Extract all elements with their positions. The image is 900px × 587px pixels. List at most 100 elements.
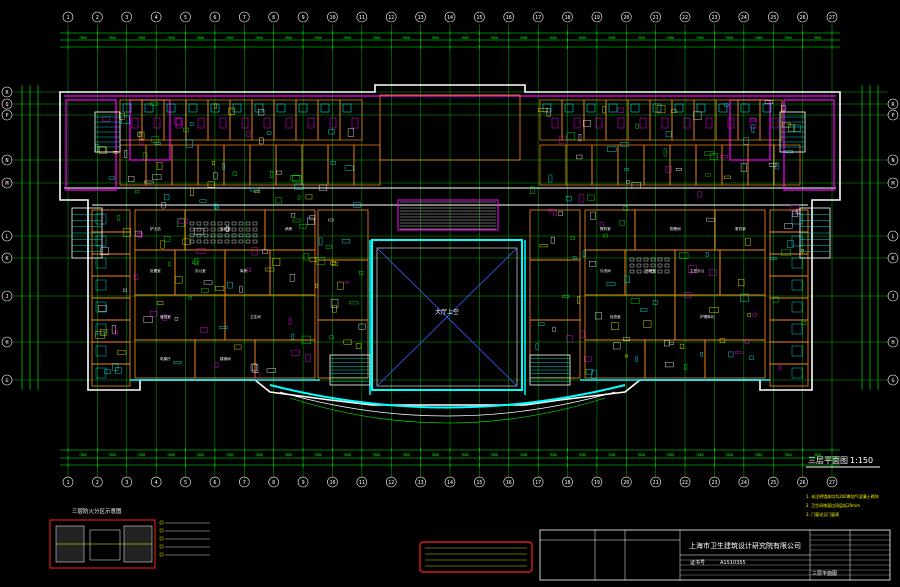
svg-text:7800: 7800 — [696, 36, 704, 40]
svg-text:7800: 7800 — [402, 453, 410, 457]
axis-bubble: 21 — [650, 476, 661, 488]
axis-bubble: 3 — [121, 11, 133, 23]
svg-text:23: 23 — [711, 15, 717, 21]
axis-bubble: 21 — [650, 11, 661, 23]
svg-text:15: 15 — [476, 480, 482, 486]
svg-text:M: M — [891, 181, 894, 187]
svg-text:18: 18 — [565, 15, 571, 21]
svg-text:7800: 7800 — [490, 36, 498, 40]
legend-title: 三层防火分区示意图 — [72, 507, 122, 515]
axis-bubble: G — [887, 374, 899, 386]
axis-bubble: 9 — [297, 476, 309, 488]
svg-text:7800: 7800 — [79, 453, 87, 457]
svg-text:7800: 7800 — [314, 36, 322, 40]
svg-text:9: 9 — [302, 15, 305, 21]
svg-text:7800: 7800 — [667, 36, 675, 40]
svg-text:7800: 7800 — [343, 453, 351, 457]
svg-text:6: 6 — [213, 480, 216, 486]
axis-bubble: 4 — [150, 476, 162, 488]
svg-text:办公室: 办公室 — [195, 268, 206, 273]
axis-bubble: 24 — [738, 476, 750, 488]
title-block-table: 上海市卫生建筑设计研究院有限公司 证书号 A1510355 三层平面图 — [539, 529, 891, 581]
svg-text:7800: 7800 — [755, 453, 763, 457]
svg-text:7800: 7800 — [138, 36, 146, 40]
fire-zone-legend: 三层防火分区示意图 — [49, 507, 210, 569]
scale-text: 1:150 — [850, 456, 873, 465]
axis-bubble: 14 — [444, 476, 456, 488]
svg-text:7800: 7800 — [108, 36, 116, 40]
axis-bubble: H — [1, 336, 13, 348]
axis-bubble: 11 — [356, 476, 368, 488]
svg-text:7800: 7800 — [520, 36, 528, 40]
svg-text:7800: 7800 — [608, 453, 616, 457]
svg-text:11: 11 — [359, 480, 365, 486]
axis-bubble: 13 — [415, 11, 426, 23]
svg-text:4: 4 — [155, 480, 158, 486]
axis-bubble: 19 — [591, 476, 603, 488]
svg-text:10: 10 — [329, 480, 335, 486]
axis-bubble: R — [1, 86, 13, 98]
svg-text:H: H — [891, 340, 894, 346]
svg-text:7800: 7800 — [196, 453, 204, 457]
svg-text:库房: 库房 — [240, 268, 248, 273]
axis-bubble: K — [887, 252, 899, 264]
svg-text:19: 19 — [594, 480, 600, 486]
svg-text:26: 26 — [800, 15, 806, 21]
curved-entrance — [269, 384, 626, 424]
svg-text:7800: 7800 — [373, 36, 381, 40]
axis-bubble: H — [887, 336, 899, 348]
svg-text:9: 9 — [302, 480, 305, 486]
axis-bubble: 6 — [209, 11, 221, 23]
svg-text:7800: 7800 — [696, 453, 704, 457]
svg-text:7800: 7800 — [461, 453, 469, 457]
svg-text:7800: 7800 — [637, 36, 645, 40]
axis-bubble: 26 — [797, 11, 808, 23]
svg-text:24: 24 — [741, 480, 747, 486]
svg-text:7800: 7800 — [431, 453, 439, 457]
svg-text:7800: 7800 — [813, 36, 821, 40]
axis-bubble: P — [1, 109, 13, 121]
axis-bubble: 8 — [268, 11, 279, 23]
axis-bubble: 18 — [562, 476, 573, 488]
svg-text:主任办公: 主任办公 — [690, 268, 705, 273]
axis-bubble: Q — [1, 98, 13, 110]
axis-bubble: 12 — [385, 476, 397, 488]
svg-text:7800: 7800 — [226, 36, 234, 40]
axis-bubble: 1 — [62, 476, 74, 488]
svg-text:27: 27 — [829, 15, 835, 21]
note-2: 2. 卫生间地面比同层低20mm — [806, 502, 860, 508]
svg-text:14: 14 — [447, 15, 453, 21]
svg-text:7800: 7800 — [314, 453, 322, 457]
svg-text:7800: 7800 — [784, 453, 792, 457]
svg-text:3: 3 — [125, 15, 128, 21]
axis-bubble: 6 — [209, 476, 221, 488]
svg-text:K: K — [891, 256, 894, 262]
building-outline — [59, 84, 841, 406]
svg-text:19: 19 — [594, 15, 600, 21]
room-layer: 护士站治疗室病房处置室办公室库房值班室卫生间电梯厅楼梯间换药室配餐间更衣室污洗间… — [91, 94, 809, 395]
svg-text:16: 16 — [506, 15, 512, 21]
axis-bubble: 4 — [150, 11, 162, 23]
svg-text:7800: 7800 — [255, 36, 263, 40]
svg-text:8: 8 — [272, 15, 275, 21]
stairs-and-lifts — [71, 111, 831, 386]
svg-text:示教室: 示教室 — [645, 268, 656, 273]
svg-text:11: 11 — [359, 15, 365, 21]
svg-text:21: 21 — [653, 480, 659, 486]
axis-bubble: N — [1, 154, 13, 166]
svg-text:L: L — [5, 234, 8, 240]
axis-bubble: 1 — [62, 11, 74, 23]
svg-text:17: 17 — [535, 480, 541, 486]
svg-text:L: L — [891, 234, 894, 240]
axis-bubble: 11 — [356, 11, 368, 23]
svg-text:7800: 7800 — [196, 36, 204, 40]
svg-text:P: P — [891, 113, 894, 119]
svg-text:7800: 7800 — [343, 36, 351, 40]
svg-text:7: 7 — [243, 15, 246, 21]
axis-bubble: 27 — [826, 11, 838, 23]
axis-bubble: 25 — [767, 11, 779, 23]
svg-text:25: 25 — [770, 480, 776, 486]
